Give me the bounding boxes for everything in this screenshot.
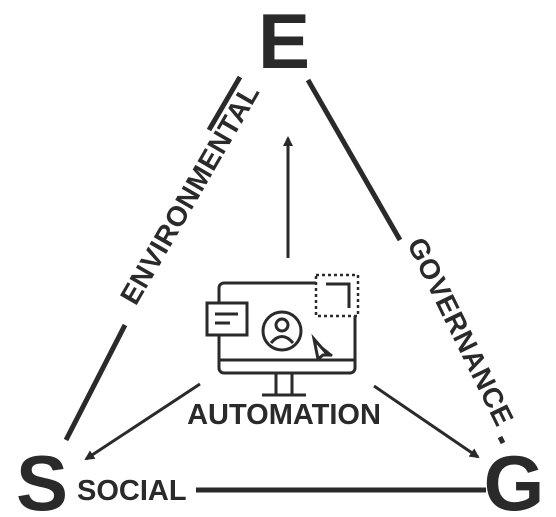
edge-left-line-lower <box>63 323 128 442</box>
edge-right-line-upper <box>305 78 403 242</box>
center-label-automation: AUTOMATION <box>187 399 381 431</box>
arrow-to-s <box>84 382 201 461</box>
edge-label-environmental: ENVIRONMENTAL <box>114 79 265 310</box>
arrow-to-g <box>373 384 480 459</box>
computer-automation-icon <box>205 273 360 397</box>
corner-e: E <box>258 0 310 85</box>
edge-right-line-lower <box>497 435 506 445</box>
edge-label-governance: GOVERNANCE <box>401 233 519 431</box>
edge-label-social: SOCIAL <box>77 475 187 507</box>
edge-left-line-upper <box>206 75 243 132</box>
corner-s: S <box>16 439 68 517</box>
corner-g: G <box>484 439 545 517</box>
